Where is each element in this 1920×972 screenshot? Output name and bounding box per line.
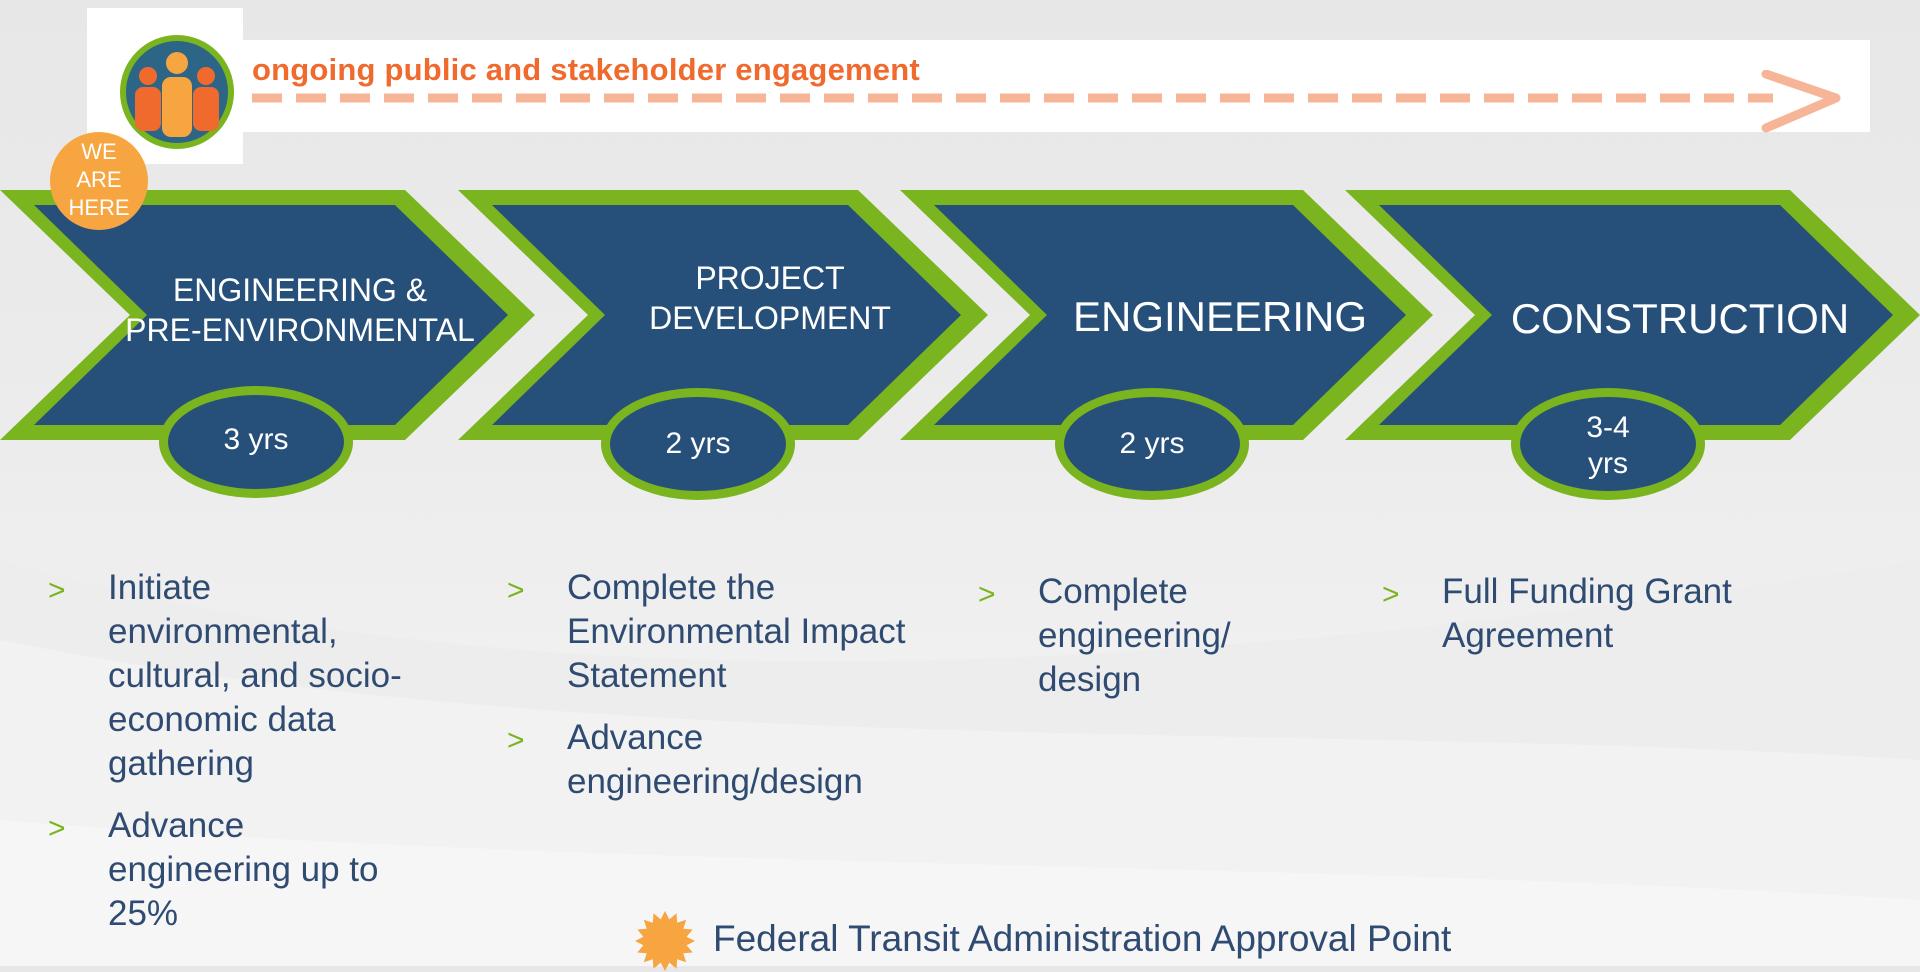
duration-2: 2 yrs: [638, 426, 758, 462]
task-text: Advance engineering up to 25%: [108, 806, 379, 933]
phase-chevrons: [0, 190, 1920, 500]
task-text: Initiate environmental, cultural, and so…: [108, 568, 402, 783]
we-are-here-badge: WE ARE HERE: [50, 132, 148, 230]
duration-4: 3-4 yrs: [1548, 410, 1668, 482]
engagement-banner: [243, 40, 1870, 132]
task-item: > Full Funding Grant Agreement: [1382, 570, 1862, 658]
duration-3: 2 yrs: [1092, 426, 1212, 462]
badge-line: WE: [81, 139, 117, 164]
task-item: > Advance engineering/design: [507, 716, 907, 804]
task-column-4: > Full Funding Grant Agreement: [1382, 570, 1862, 676]
phase-label-4: CONSTRUCTION: [1495, 297, 1865, 341]
starburst-icon: [635, 911, 695, 971]
legend-label: Federal Transit Administration Approval …: [713, 918, 1452, 959]
bullet-marker: >: [507, 724, 525, 757]
task-text: Advance engineering/design: [567, 718, 863, 801]
badge-line: ARE: [76, 167, 122, 192]
phase-label-line: CONSTRUCTION: [1510, 295, 1850, 342]
duration-line: yrs: [1588, 447, 1628, 480]
phase-label-line: DEVELOPMENT: [649, 300, 891, 336]
duration-line: 2 yrs: [1119, 427, 1185, 460]
badge-line: HERE: [68, 195, 130, 220]
phase-label-line: ENGINEERING: [1072, 293, 1368, 340]
phase-label-line: ENGINEERING &: [172, 272, 428, 308]
bullet-marker: >: [978, 578, 996, 611]
engagement-arrow: [252, 70, 1841, 133]
chevron-2: [458, 190, 988, 500]
phase-label-line: PRE-ENVIRONMENTAL: [125, 312, 475, 348]
duration-line: 3 yrs: [223, 423, 289, 456]
duration-line: 3-4: [1586, 411, 1630, 444]
task-column-1: > Initiate environmental, cultural, and …: [48, 566, 408, 954]
people-icon: [120, 35, 234, 149]
chevron-1: [0, 190, 535, 498]
chevron-3: [900, 190, 1433, 500]
task-item: > Advance engineering up to 25%: [48, 804, 408, 936]
task-text: Full Funding Grant Agreement: [1442, 572, 1732, 655]
engagement-title: ongoing public and stakeholder engagemen…: [252, 52, 920, 87]
duration-line: 2 yrs: [665, 427, 731, 460]
duration-1: 3 yrs: [196, 422, 316, 458]
phase-label-line: PROJECT: [695, 260, 845, 296]
task-item: > Complete the Environmental Impact Stat…: [507, 566, 907, 698]
task-item: > Complete engineering/ design: [978, 570, 1278, 702]
phase-label-2: PROJECT DEVELOPMENT: [600, 258, 940, 338]
task-column-2: > Complete the Environmental Impact Stat…: [507, 566, 907, 822]
bullet-marker: >: [507, 574, 525, 607]
chevron-4: [1345, 190, 1920, 500]
bullet-marker: >: [48, 812, 66, 845]
bullet-marker: >: [1382, 578, 1400, 611]
task-item: > Initiate environmental, cultural, and …: [48, 566, 408, 786]
task-text: Complete the Environmental Impact Statem…: [567, 568, 906, 695]
phase-label-1: ENGINEERING & PRE-ENVIRONMENTAL: [110, 270, 490, 350]
task-text: Complete engineering/ design: [1038, 572, 1231, 699]
phase-label-3: ENGINEERING: [1050, 295, 1390, 339]
task-column-3: > Complete engineering/ design: [978, 570, 1278, 720]
bullet-marker: >: [48, 574, 66, 607]
